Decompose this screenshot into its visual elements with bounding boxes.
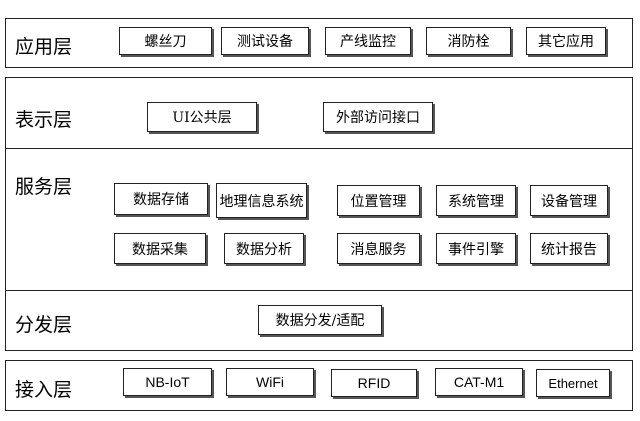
app-item-hydrant: 消防栓: [426, 27, 511, 55]
service-item-statistics-report: 统计报告: [530, 233, 608, 264]
access-item-ethernet: Ethernet: [536, 369, 610, 397]
service-item-device-mgmt: 设备管理: [530, 185, 608, 216]
app-item-screwdriver: 螺丝刀: [119, 27, 212, 55]
app-item-line-monitoring: 产线监控: [325, 27, 411, 55]
layer-label-presentation: 表示层: [15, 109, 73, 131]
service-item-data-storage: 数据存储: [114, 183, 208, 215]
access-item-wifi: WiFi: [226, 368, 314, 396]
access-item-nb-iot: NB-IoT: [123, 368, 212, 396]
layer-distribution: 分发层: [5, 290, 633, 351]
distribution-item-adapter: 数据分发/适配: [258, 305, 382, 335]
layer-label-service: 服务层: [15, 176, 73, 198]
layer-service: 服务层: [5, 148, 633, 291]
service-item-messaging: 消息服务: [337, 233, 420, 264]
presentation-item-ui-common: UI公共层: [147, 102, 257, 132]
layer-label-access: 接入层: [15, 379, 73, 401]
service-item-system-mgmt: 系统管理: [436, 185, 516, 216]
layer-label-distribution: 分发层: [15, 314, 73, 336]
layer-access: 接入层: [5, 360, 633, 411]
layer-presentation: 表示层: [5, 77, 633, 149]
app-item-test-equipment: 测试设备: [221, 27, 309, 55]
service-item-data-collection: 数据采集: [114, 233, 206, 264]
access-item-cat-m1: CAT-M1: [435, 368, 523, 396]
service-item-gis: 地理信息系统: [216, 183, 307, 218]
presentation-item-external-api: 外部访问接口: [323, 102, 433, 132]
service-item-data-analysis: 数据分析: [224, 233, 304, 264]
app-item-other-apps: 其它应用: [526, 27, 606, 55]
access-item-rfid: RFID: [331, 369, 417, 397]
layer-label-application: 应用层: [15, 36, 73, 58]
service-item-location-mgmt: 位置管理: [337, 185, 420, 216]
service-item-event-engine: 事件引擎: [436, 233, 516, 264]
